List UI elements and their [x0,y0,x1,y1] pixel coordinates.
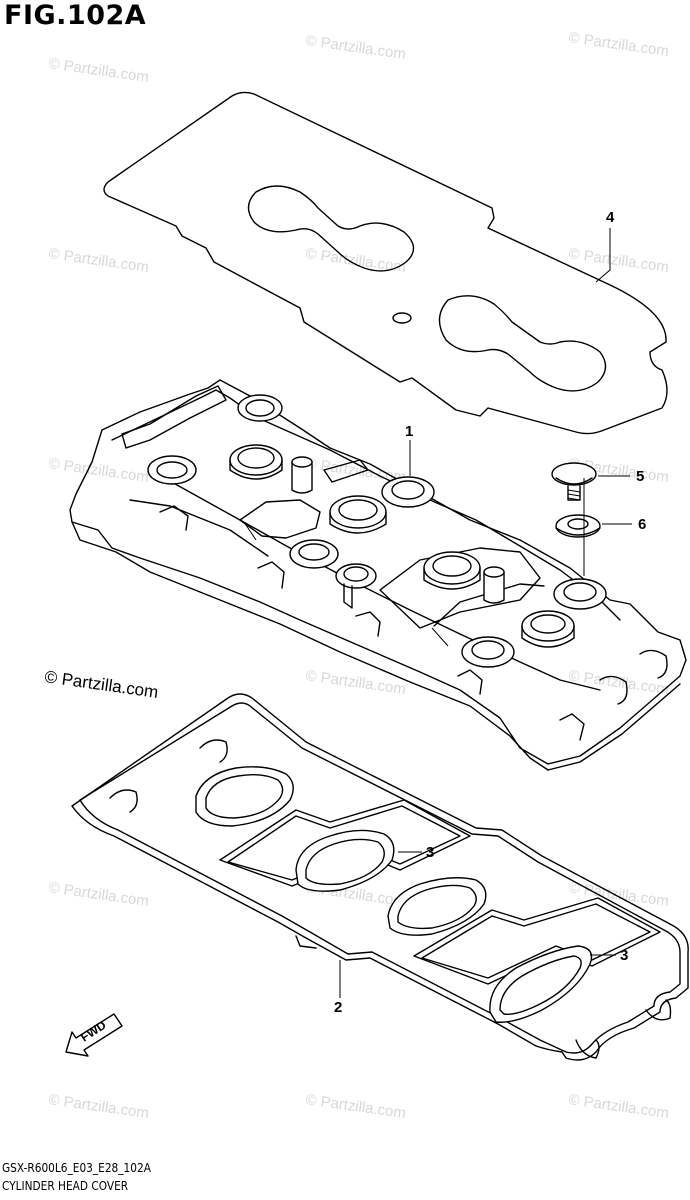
footer-code: GSX-R600L6_E03_E28_102A [2,1161,151,1175]
fwd-arrow: FWD [65,1013,123,1057]
watermark: © Partzilla.com [47,1091,149,1122]
partzilla-credit: © Partzilla.com [43,667,159,702]
figure-title: FIG.102A [4,0,147,31]
callout-3: 3 [426,844,434,861]
watermark: © Partzilla.com [47,879,149,910]
part-2-gasket [71,693,689,1061]
part-3-seal [295,829,395,892]
watermark: © Partzilla.com [304,32,406,63]
part-4-cover-plate [103,91,668,435]
callout-2: 2 [334,999,342,1016]
callout-3: 3 [620,947,628,964]
part-3-seal [489,945,593,1023]
callout-labels: 4 1 5 6 3 3 2 [334,209,646,1016]
watermark: © Partzilla.com [47,55,149,86]
leader-lines [339,228,632,998]
part-5-screw [551,462,597,501]
part-3-seal [387,877,487,936]
watermark: © Partzilla.com [304,1091,406,1122]
watermark: © Partzilla.com [567,1091,669,1122]
watermark: © Partzilla.com [304,245,406,276]
watermark: © Partzilla.com [304,667,406,698]
watermark: © Partzilla.com [47,455,149,486]
footer-name: CYLINDER HEAD COVER [2,1179,129,1193]
watermark: © Partzilla.com [47,245,149,276]
cylinder-head-cover [69,379,687,771]
part-6-washer [555,514,601,538]
callout-6: 6 [638,516,646,533]
watermark: © Partzilla.com [567,29,669,60]
watermark: © Partzilla.com [567,667,669,698]
callout-1: 1 [405,423,413,440]
callout-4: 4 [606,209,615,226]
watermark: © Partzilla.com [567,245,669,276]
callout-5: 5 [636,468,644,485]
